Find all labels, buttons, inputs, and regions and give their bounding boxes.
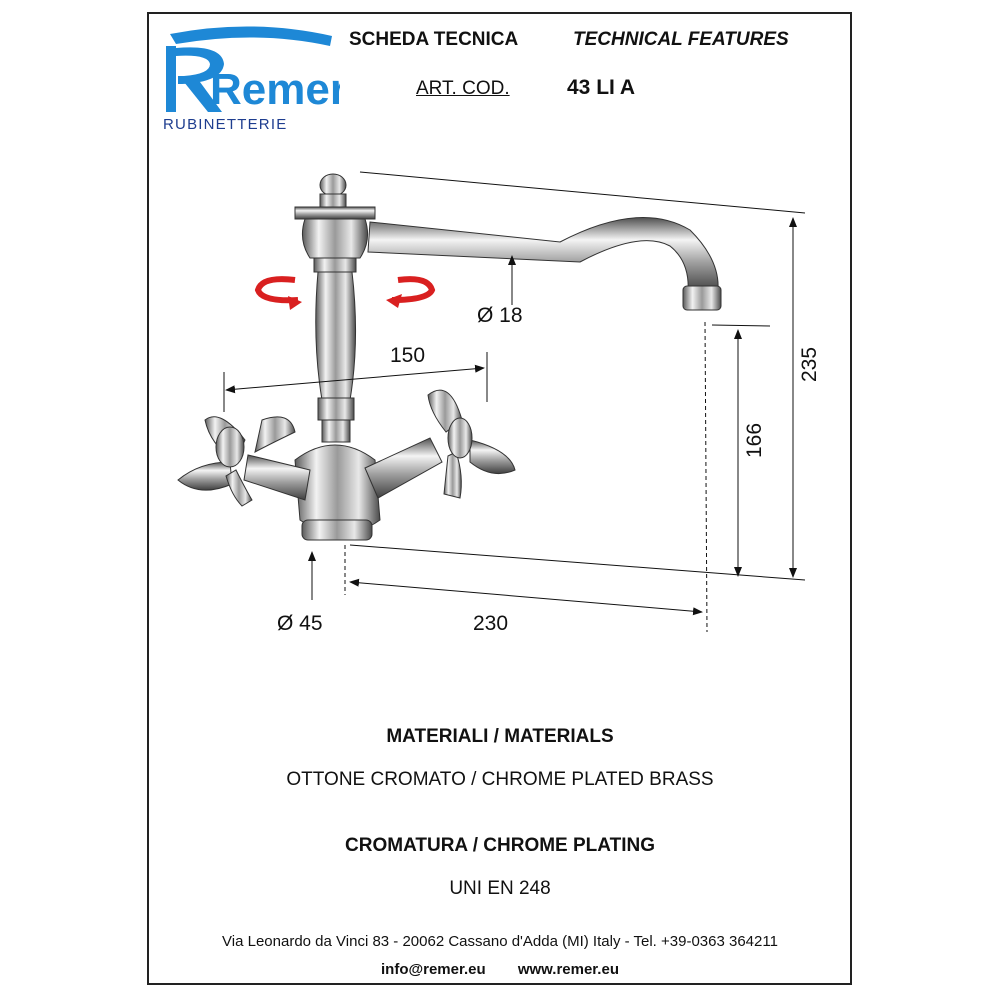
right-cross-handle xyxy=(364,389,516,499)
left-cross-handle xyxy=(177,416,311,507)
logo-subtitle: RUBINETTERIE xyxy=(163,116,288,133)
materials-heading: MATERIALI / MATERIALS xyxy=(386,726,614,747)
faucet-body xyxy=(294,444,381,541)
dim-spout-reach: 230 xyxy=(473,612,509,635)
faucet-spout xyxy=(367,217,722,311)
faucet-diagram xyxy=(177,171,806,633)
dim-base-diameter: Ø 45 xyxy=(277,612,323,635)
title-italian: SCHEDA TECNICA xyxy=(349,29,519,50)
dim-spout-height: 166 xyxy=(743,422,766,458)
dim-spout-diameter: Ø 18 xyxy=(477,304,523,327)
materials-value: OTTONE CROMATO / CHROME PLATED BRASS xyxy=(286,769,714,790)
remer-logo: Remer xyxy=(166,26,340,114)
plating-heading: CROMATURA / CHROME PLATING xyxy=(345,835,655,856)
faucet-column xyxy=(294,173,376,443)
contact-links: info@remer.eu www.remer.eu xyxy=(150,961,850,978)
title-english: TECHNICAL FEATURES xyxy=(573,29,789,50)
article-code-value: 43 LI A xyxy=(567,76,636,99)
company-address: Via Leonardo da Vinci 83 - 20062 Cassano… xyxy=(222,933,778,950)
dim-total-height: 235 xyxy=(798,346,821,382)
dimension-lines xyxy=(223,171,806,633)
dim-handle-span: 150 xyxy=(390,344,426,367)
website-link[interactable]: www.remer.eu xyxy=(517,961,619,978)
article-code-label: ART. COD. xyxy=(416,78,510,99)
rotation-arrows xyxy=(254,276,436,310)
email-link[interactable]: info@remer.eu xyxy=(381,961,486,978)
plating-value: UNI EN 248 xyxy=(449,878,551,899)
logo-wordmark: Remer xyxy=(210,65,340,114)
